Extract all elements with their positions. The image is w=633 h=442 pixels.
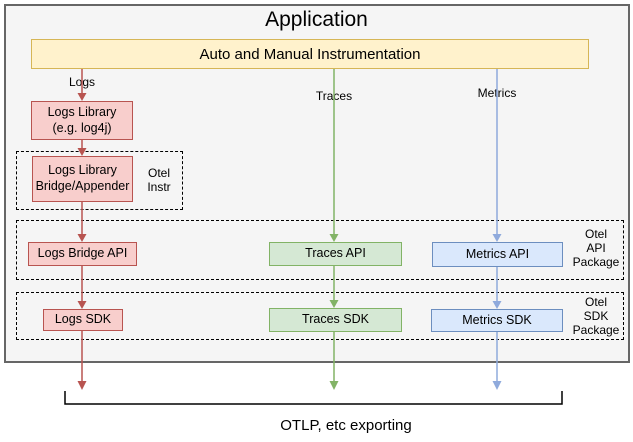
otel-instr-group <box>16 151 183 210</box>
logs-library-bridge-appender-node: Logs Library Bridge/Appender <box>32 156 133 202</box>
otel-api-package-group-label: Otel API Package <box>572 227 620 269</box>
metrics-column-label: Metrics <box>477 86 517 100</box>
otlp-exporting-label: OTLP, etc exporting <box>280 417 412 434</box>
otel-sdk-package-group <box>16 292 624 340</box>
logs-library-node: Logs Library (e.g. log4j) <box>31 101 133 140</box>
traces-column-label: Traces <box>315 89 353 103</box>
metrics-api-node: Metrics API <box>432 242 563 267</box>
application-title: Application <box>265 8 368 31</box>
logs-column-label: Logs <box>68 75 96 89</box>
metrics-sdk-node: Metrics SDK <box>431 309 563 332</box>
instrumentation-banner: Auto and Manual Instrumentation <box>31 39 589 69</box>
otel-api-package-group <box>16 220 624 280</box>
logs-bridge-api-node: Logs Bridge API <box>28 242 137 266</box>
exporting-bracket <box>64 391 563 405</box>
otel-instr-group-label: Otel Instr <box>147 166 171 194</box>
traces-api-node: Traces API <box>269 242 402 266</box>
instrumentation-banner-label: Auto and Manual Instrumentation <box>199 45 421 63</box>
otel-sdk-package-group-label: Otel SDK Package <box>572 295 620 337</box>
traces-sdk-node: Traces SDK <box>269 308 402 332</box>
logs-sdk-node: Logs SDK <box>43 309 123 331</box>
